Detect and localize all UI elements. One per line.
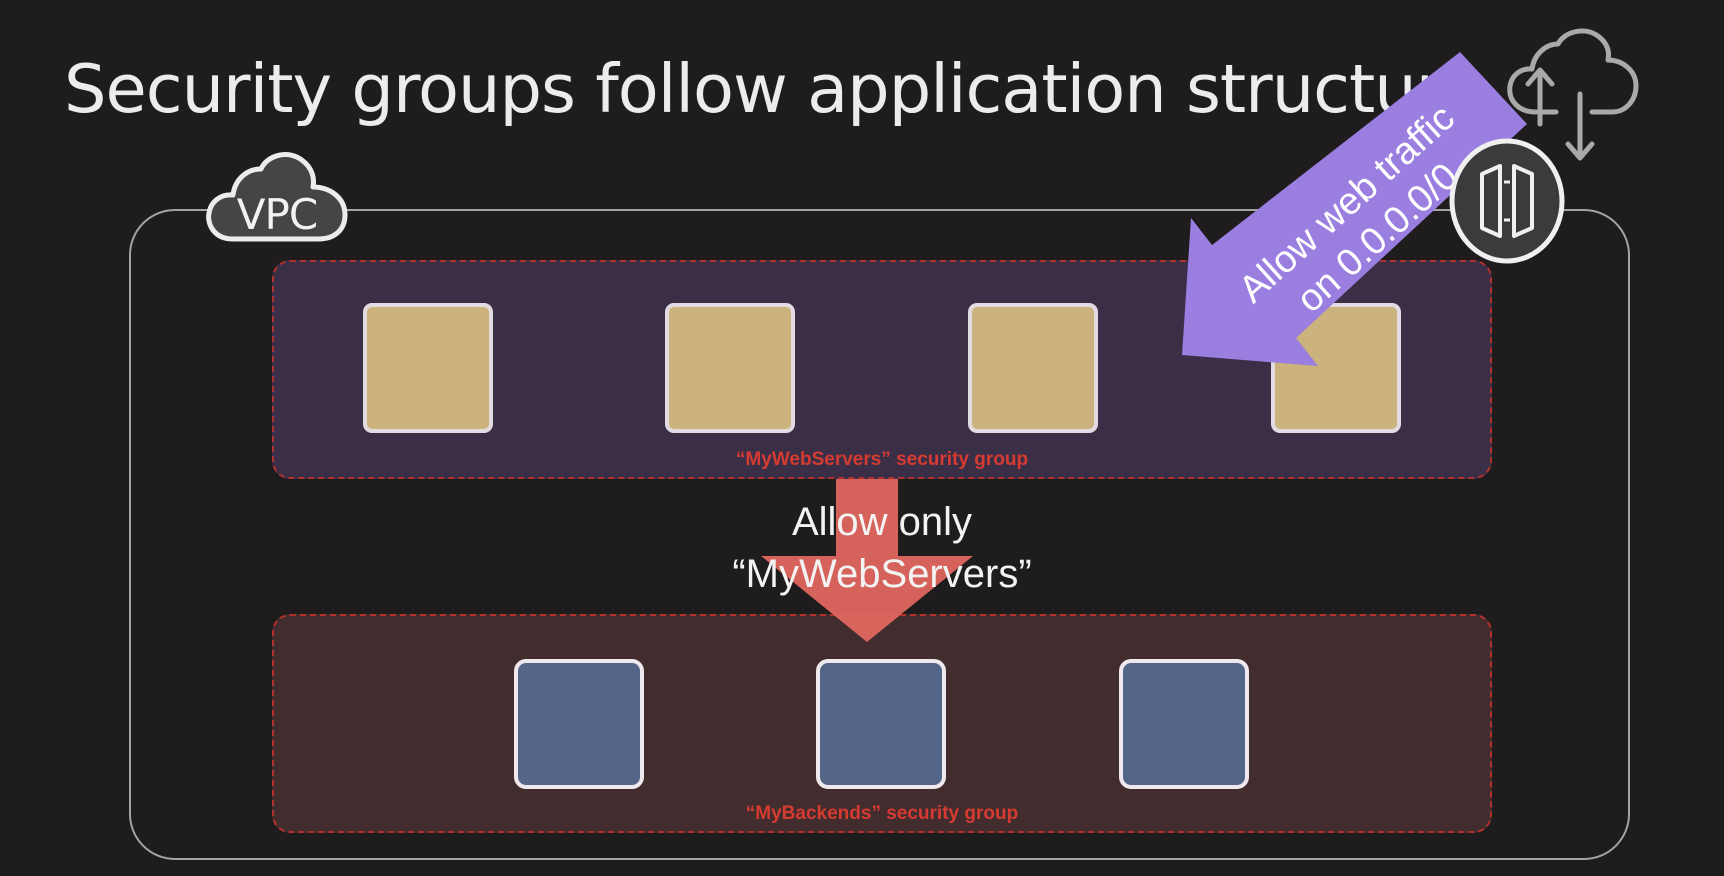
- internal-rule-text: Allow only “MyWebServers”: [660, 496, 1104, 600]
- web-server-1: [363, 303, 493, 433]
- vpc-label: VPC: [236, 190, 318, 239]
- internal-rule-line-1: Allow only: [791, 500, 973, 544]
- backend-server-2: [816, 659, 946, 789]
- internal-traffic-arrow: [761, 479, 973, 642]
- web-server-2: [665, 303, 795, 433]
- backend-server-3: [1119, 659, 1249, 789]
- backends-group-label: “MyBackends” security group: [745, 803, 1019, 824]
- cloud-upload-download-icon: [1507, 28, 1639, 161]
- vpc-boundary: [129, 209, 1630, 860]
- internet-traffic-arrow: [1182, 52, 1527, 366]
- web-server-3: [968, 303, 1098, 433]
- web-servers-group-label: “MyWebServers” security group: [735, 449, 1029, 470]
- internal-rule-line-2: “MyWebServers”: [732, 552, 1032, 596]
- slide-title: Security groups follow application struc…: [64, 50, 1482, 128]
- cloud-icon: [206, 152, 348, 242]
- internet-gateway-icon: [1449, 138, 1565, 264]
- backend-server-1: [514, 659, 644, 789]
